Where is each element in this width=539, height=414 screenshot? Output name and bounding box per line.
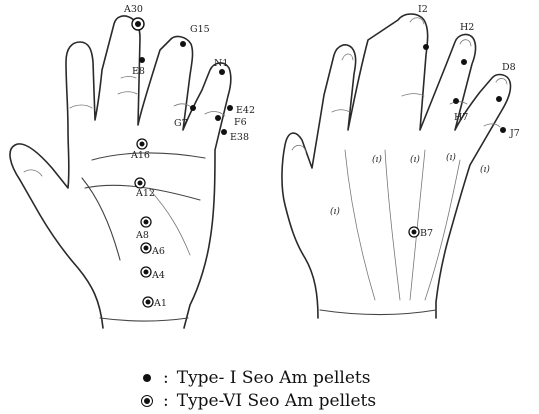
legend-row-type-vi: : Type-VI Seo Am pellets <box>135 389 435 412</box>
dot-marker <box>219 69 225 75</box>
back-zone-label: (ı) <box>330 206 340 217</box>
point-E8: E8 <box>132 57 145 77</box>
dot-marker <box>461 59 467 65</box>
palm-life-line <box>82 178 120 260</box>
point-label: N1 <box>214 58 228 69</box>
point-label: I2 <box>418 4 428 15</box>
dot-marker <box>500 127 506 133</box>
legend-text: Type-VI Seo Am pellets <box>177 391 376 411</box>
dot-marker <box>140 142 145 147</box>
point-E38: E38 <box>221 129 249 143</box>
back-hand-outline <box>282 14 511 318</box>
point-J7: J7 <box>500 127 520 139</box>
little-finger-crease <box>205 112 225 116</box>
legend-row-type-i: : Type- I Seo Am pellets <box>135 366 435 389</box>
tendon-3 <box>410 150 425 300</box>
back-zone-label: (ı) <box>410 154 420 165</box>
middle-knuckle-fold <box>402 94 424 96</box>
ring-finger-crease <box>174 104 191 107</box>
point-N1: N1 <box>214 58 228 75</box>
back-zone-label: (ı) <box>372 154 382 165</box>
point-label: G15 <box>190 24 210 35</box>
dot-marker <box>139 57 145 63</box>
point-label: F6 <box>234 117 247 128</box>
little-nail <box>496 78 507 84</box>
dot-marker <box>135 21 141 27</box>
tendon-2 <box>385 150 400 300</box>
dot-marker <box>227 105 233 111</box>
palm-hand <box>10 16 231 328</box>
point-A6: A6 <box>141 243 165 257</box>
palm-hand-outline <box>10 16 231 328</box>
dot-marker <box>144 270 149 275</box>
dot-marker <box>146 300 151 305</box>
point-A4: A4 <box>141 267 165 281</box>
tendon-1 <box>345 150 375 300</box>
legend-text: Type- I Seo Am pellets <box>177 368 371 388</box>
dot-marker <box>423 44 429 50</box>
point-E42: E42 <box>227 105 255 116</box>
index-finger-crease <box>70 105 92 108</box>
point-label: A4 <box>151 270 165 281</box>
ringed-dot-icon <box>135 395 159 407</box>
dot-marker <box>144 246 149 251</box>
middle-finger-crease <box>118 92 137 94</box>
dot-marker <box>412 230 417 235</box>
palm-wrist-crease <box>100 318 188 321</box>
point-A1: A1 <box>143 297 167 309</box>
point-label: B7 <box>420 228 433 239</box>
point-G15: G15 <box>180 24 210 47</box>
filled-dot-icon <box>135 374 159 382</box>
dot-marker <box>144 220 149 225</box>
ring-nail <box>460 40 471 46</box>
point-D8: D8 <box>496 62 516 102</box>
point-A16: A16 <box>130 139 150 161</box>
point-label: J7 <box>509 128 520 139</box>
point-label: E38 <box>230 132 249 143</box>
back-wrist-line <box>320 310 436 315</box>
dot-marker <box>215 115 221 121</box>
point-A30: A30 <box>123 4 144 30</box>
point-label: A8 <box>135 230 149 241</box>
point-label: A6 <box>151 246 165 257</box>
legend: : Type- I Seo Am pellets : Type-VI Seo A… <box>135 366 435 412</box>
dot-marker <box>496 96 502 102</box>
thumb-knuckle-crease <box>24 170 42 176</box>
point-label: E42 <box>236 105 255 116</box>
point-label: D8 <box>502 62 516 73</box>
back-zone-label: (ı) <box>480 164 490 175</box>
dot-marker <box>190 105 196 111</box>
point-A8: A8 <box>135 217 151 241</box>
back-zone-label: (ı) <box>446 152 456 163</box>
back-hand <box>282 14 511 318</box>
point-label: A1 <box>153 298 167 309</box>
legend-separator: : <box>163 391 169 411</box>
dot-marker <box>180 41 186 47</box>
legend-separator: : <box>163 368 169 388</box>
dot-marker <box>221 129 227 135</box>
point-label: H2 <box>460 22 474 33</box>
point-F6: F6 <box>215 115 247 128</box>
index-nail <box>342 54 353 60</box>
point-label: H7 <box>454 112 468 123</box>
point-label: A16 <box>130 150 150 161</box>
dot-marker <box>453 98 459 104</box>
point-label: E8 <box>132 66 145 77</box>
point-label: A30 <box>123 4 143 15</box>
index-knuckle-fold <box>332 110 350 112</box>
point-A12: A12 <box>135 178 155 199</box>
point-B7: B7 <box>409 227 433 239</box>
dot-marker <box>138 181 143 186</box>
point-label: A12 <box>135 188 155 199</box>
point-label: G7 <box>174 118 188 129</box>
point-H2: H2 <box>460 22 474 65</box>
